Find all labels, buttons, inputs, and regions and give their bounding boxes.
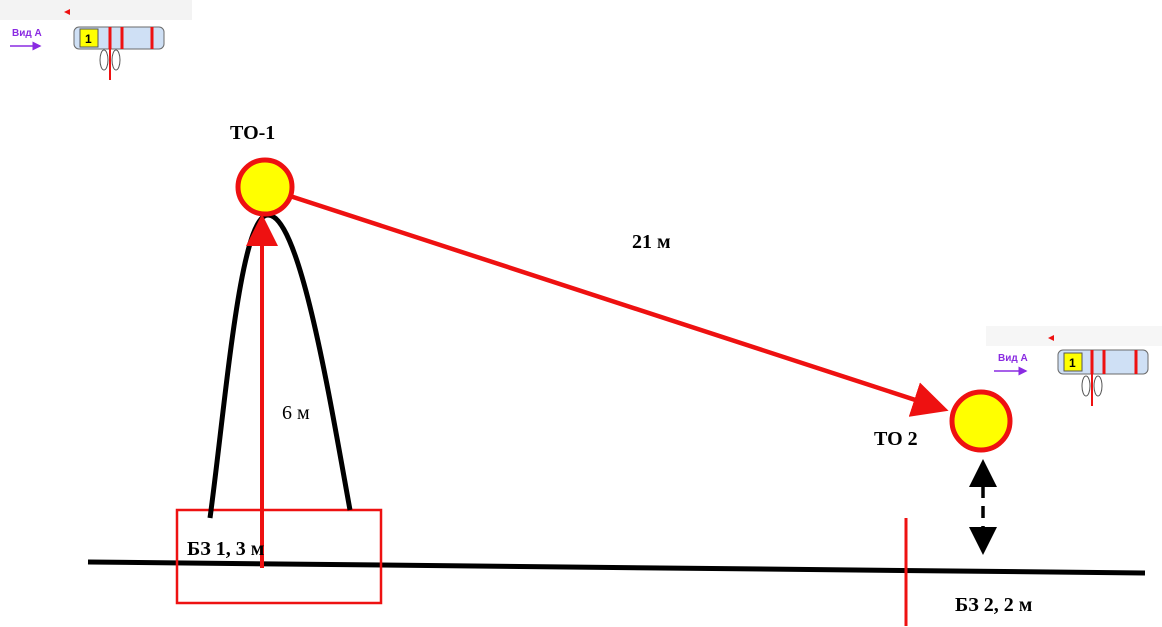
view-a-label: Вид А bbox=[12, 28, 42, 39]
label-distance: 21 м bbox=[632, 231, 671, 253]
label-bz-2: БЗ 2, 2 м bbox=[955, 594, 1032, 616]
safety-zone-1-box bbox=[175, 508, 383, 605]
section-number: 1 bbox=[85, 32, 92, 46]
section-number-badge bbox=[79, 28, 99, 48]
label-to-1: ТО-1 bbox=[230, 122, 275, 144]
point-to-2 bbox=[949, 389, 1013, 453]
label-bz-1: БЗ 1, 3 м bbox=[187, 538, 264, 560]
clamp-icon bbox=[1081, 375, 1091, 397]
view-a-label: Вид А bbox=[998, 353, 1028, 364]
view-a-widget-right: Вид А 1 bbox=[986, 326, 1162, 406]
distance-arrow bbox=[289, 193, 949, 417]
label-height: 6 м bbox=[282, 402, 310, 424]
small-red-marker-icon bbox=[64, 9, 70, 15]
section-number: 1 bbox=[1069, 356, 1076, 370]
clamp-icon bbox=[99, 49, 109, 71]
small-red-marker-icon bbox=[1048, 335, 1054, 341]
view-a-widget-top: Вид А 1 bbox=[0, 0, 192, 80]
section-number-badge bbox=[1063, 352, 1083, 372]
trajectory-arch bbox=[207, 212, 353, 519]
ground-line bbox=[87, 559, 1146, 576]
label-to-2: ТО 2 bbox=[874, 428, 918, 450]
point-to-1 bbox=[235, 157, 295, 217]
